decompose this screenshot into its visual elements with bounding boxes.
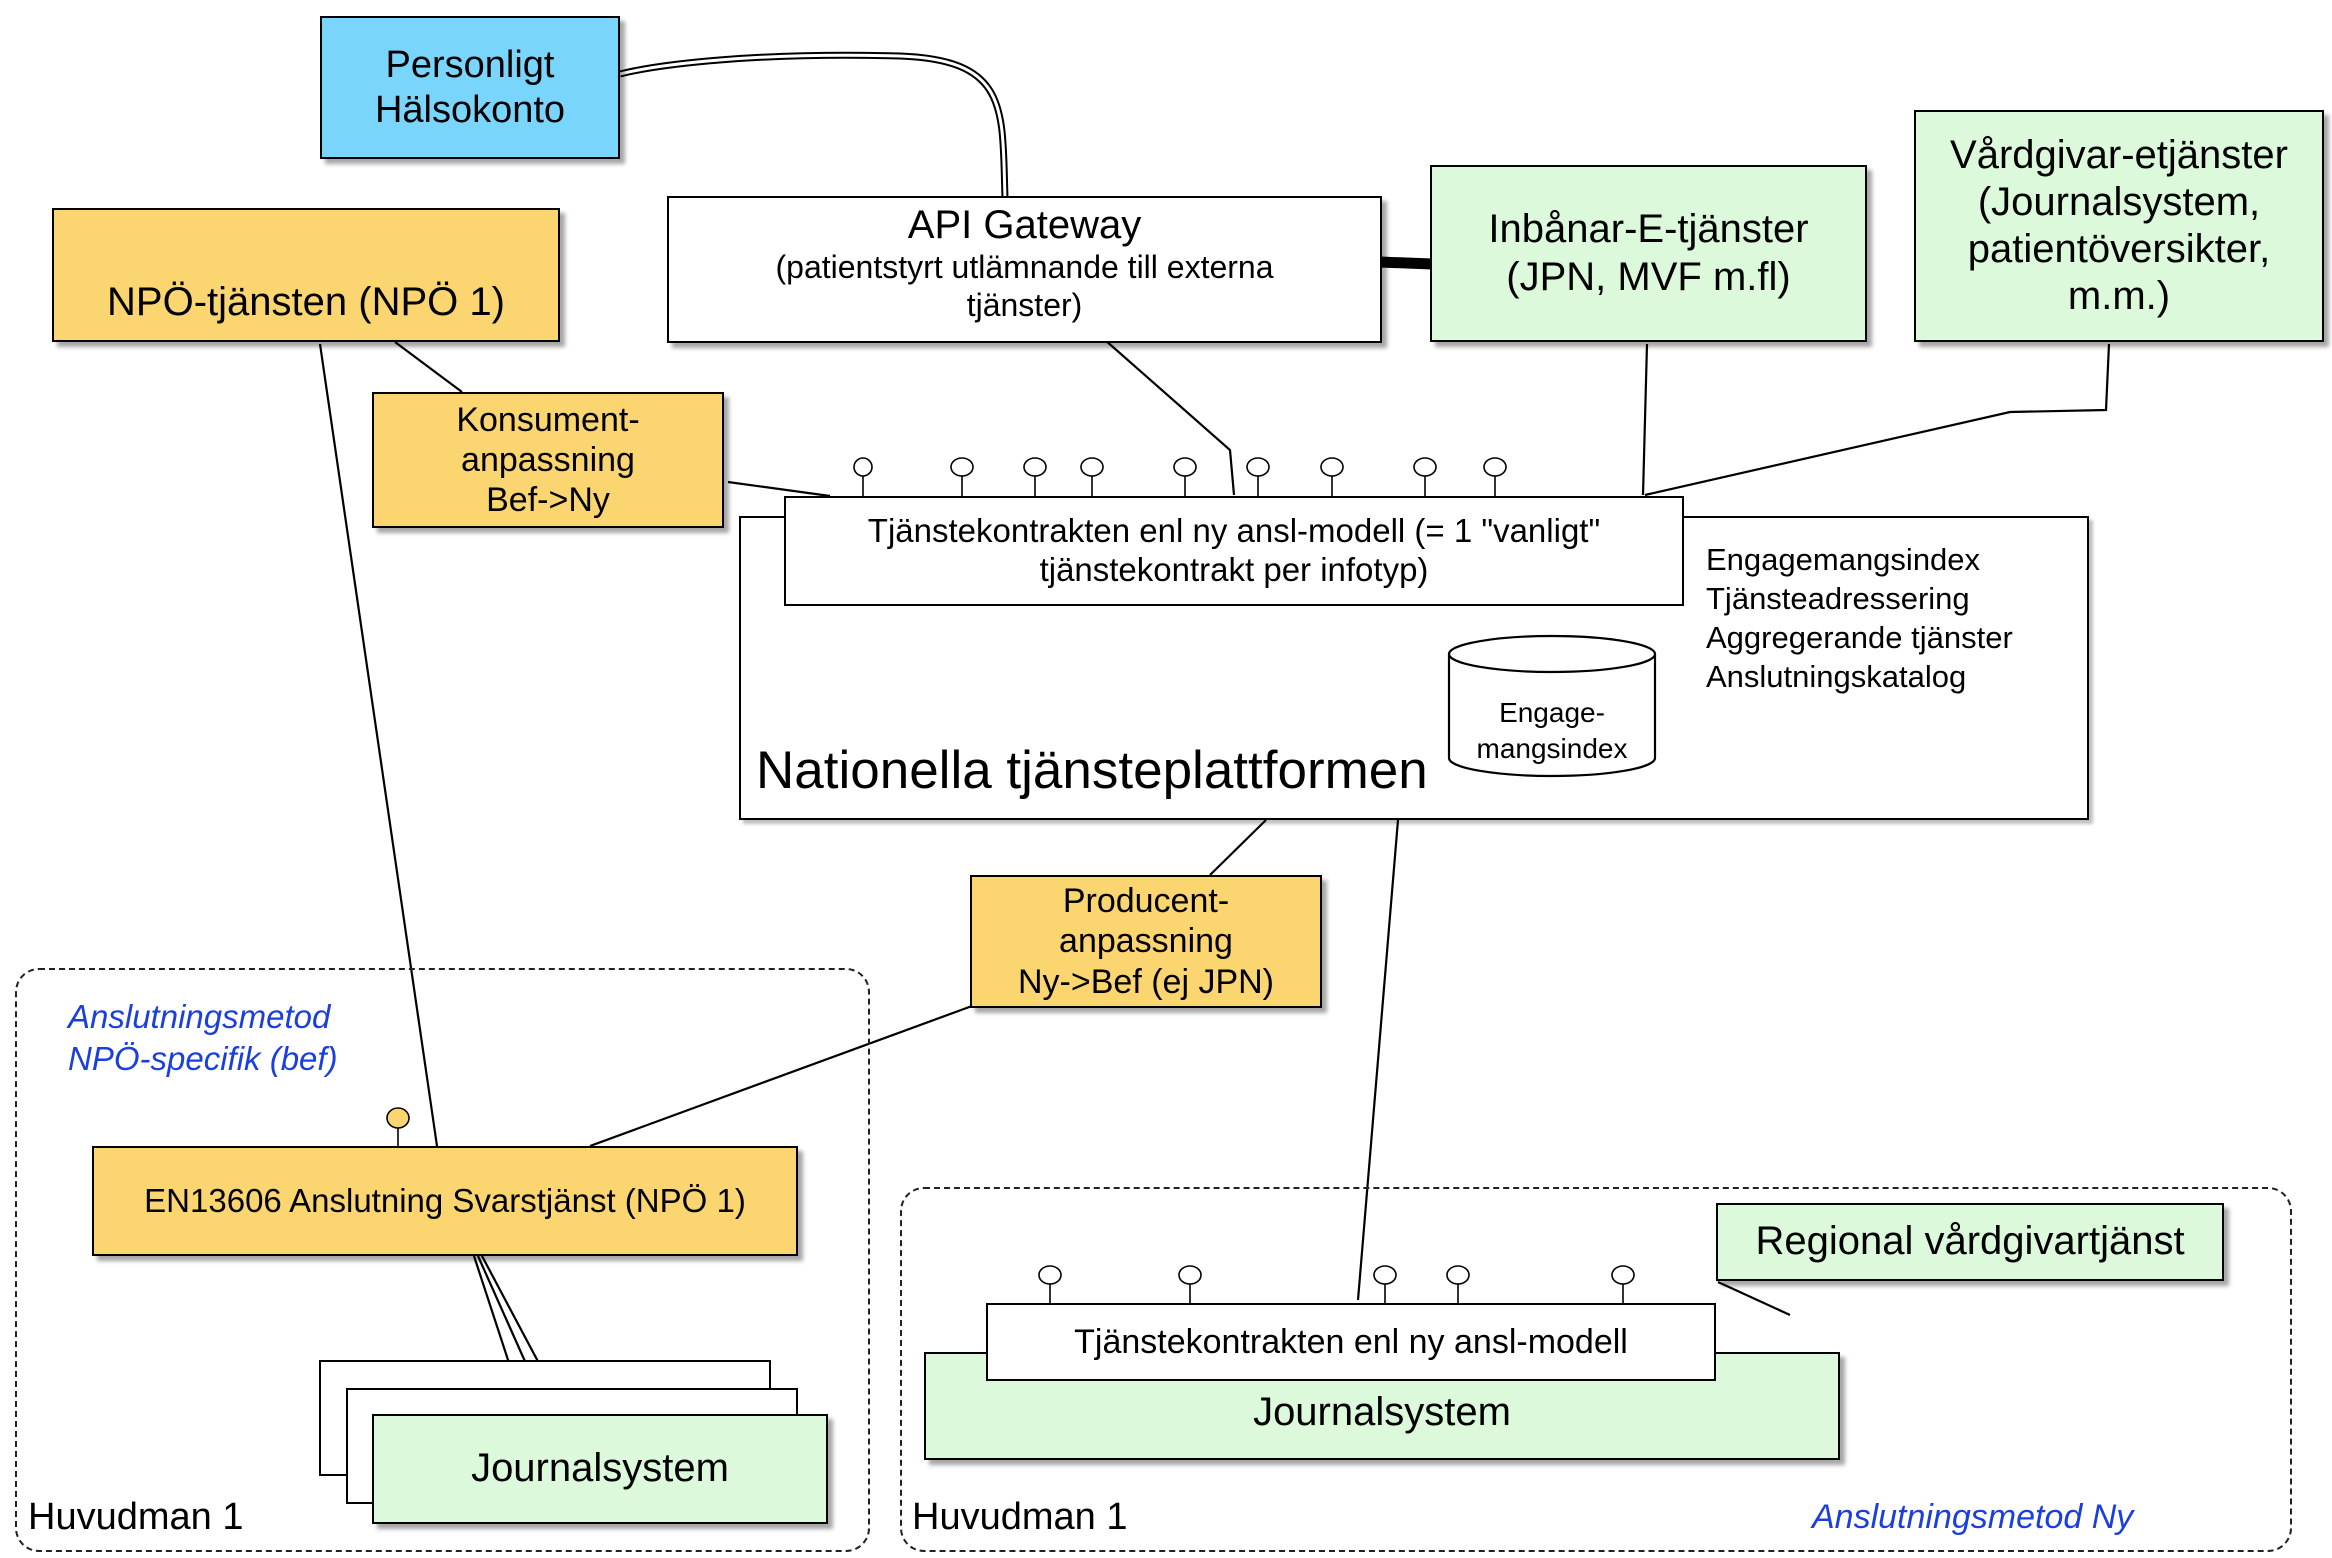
producer-to-en13606-connector [589, 1004, 973, 1148]
gateway-to-platform-connector [1104, 339, 1236, 496]
producer-adapter-line3: Ny->Bef (ej JPN) [1018, 962, 1274, 1001]
feature-service-addressing: Tjänsteadressering [1706, 581, 1970, 616]
provider-services-line4: m.m.) [2067, 274, 2171, 319]
gateway-citizen-link [1374, 256, 1438, 270]
personal-account-line2: Hälsokonto [374, 88, 566, 131]
api-gateway-box: API Gateway (patientstyrt utlämnande til… [667, 196, 1382, 343]
feature-engagement-index: Engagemangsindex [1706, 542, 1981, 577]
regional-service-label: Regional vårdgivartjänst [1755, 1219, 2185, 1264]
consumer-adapter-line3: Bef->Ny [486, 481, 610, 520]
personal-account-line1: Personligt [385, 43, 555, 86]
regional-to-contracts-connector [1717, 1281, 1791, 1316]
consumer-to-platform-connector [727, 480, 831, 498]
producer-adapter-line1: Producent- [1062, 882, 1230, 921]
npo-service-box: NPÖ-tjänsten (NPÖ 1) [52, 208, 560, 342]
platform-to-right-contracts-connector [1356, 819, 1400, 1301]
provider-services-line2: (Journalsystem, [1977, 179, 2261, 224]
feature-connection-catalog: Anslutningskatalog [1706, 659, 1967, 694]
platform-title: Nationella tjänsteplattformen [756, 741, 1428, 800]
api-gateway-line3: tjänster) [966, 286, 1083, 323]
right-connection-method-label: Anslutningsmetod Ny [1812, 1498, 2134, 1536]
consumer-adapter-box: Konsument- anpassning Bef->Ny [372, 392, 724, 528]
right-principal-label: Huvudman 1 [912, 1496, 1128, 1538]
left-principal-region [15, 968, 870, 1552]
api-gateway-line2: (patientstyrt utlämnande till externa [775, 249, 1274, 286]
npo-to-en13606-connector [318, 343, 439, 1147]
right-service-contracts-box: Tjänstekontrakten enl ny ansl-modell [986, 1303, 1716, 1381]
left-journal-label: Journalsystem [471, 1446, 729, 1491]
platform-to-producer-connector [1209, 819, 1267, 876]
citizen-eservices-box: Inbånar-E-tjänster (JPN, MVF m.fl) [1430, 165, 1867, 342]
npo-service-label: NPÖ-tjänsten (NPÖ 1) [107, 279, 505, 324]
platform-features: Engagemangsindex Tjänsteadressering Aggr… [1706, 540, 2013, 696]
database-label: Engage- mangsindex [1476, 697, 1628, 764]
engagement-index-database-icon [1447, 634, 1657, 778]
npo-to-consumer-connector [394, 341, 463, 393]
consumer-adapter-line2: anpassning [461, 440, 635, 479]
right-port-icons [1038, 1265, 1635, 1304]
personal-health-account-box: Personligt Hälsokonto [320, 16, 620, 159]
platform-contracts-line1: Tjänstekontrakten enl ny ansl-modell (= … [867, 512, 1601, 550]
en13606-connection-box: EN13606 Anslutning Svarstjänst (NPÖ 1) [92, 1146, 798, 1256]
right-contracts-label: Tjänstekontrakten enl ny ansl-modell [1074, 1322, 1628, 1361]
citizen-services-line1: Inbånar-E-tjänster [1488, 207, 1809, 252]
health-account-to-gateway-connector [619, 51, 1009, 199]
citizen-services-line2: (JPN, MVF m.fl) [1506, 254, 1791, 299]
provider-eservices-box: Vårdgivar-etjänster (Journalsystem, pati… [1914, 110, 2324, 342]
provider-to-platform-connector [1644, 343, 2111, 497]
left-journal-system-box: Journalsystem [372, 1414, 828, 1524]
provider-services-line1: Vårdgivar-etjänster [1950, 132, 2288, 177]
feature-aggregating-services: Aggregerande tjänster [1706, 620, 2013, 655]
regional-provider-service-box: Regional vårdgivartjänst [1716, 1203, 2224, 1281]
right-journal-label: Journalsystem [1253, 1389, 1511, 1434]
api-gateway-title: API Gateway [907, 203, 1142, 247]
en13606-connection-label: EN13606 Anslutning Svarstjänst (NPÖ 1) [144, 1181, 746, 1219]
citizen-to-platform-connector [1641, 343, 1649, 496]
provider-services-line3: patientöversikter, [1967, 227, 2271, 271]
right-principal-region [900, 1187, 2292, 1552]
platform-contracts-line2: tjänstekontrakt per infotyp) [1039, 551, 1429, 588]
producer-adapter-box: Producent- anpassning Ny->Bef (ej JPN) [970, 875, 1322, 1008]
en13606-port-icon [386, 1107, 410, 1146]
left-principal-label: Huvudman 1 [28, 1496, 244, 1538]
platform-service-contracts-box: Tjänstekontrakten enl ny ansl-modell (= … [784, 496, 1684, 606]
platform-port-icons [853, 457, 1507, 496]
consumer-adapter-line1: Konsument- [456, 400, 640, 439]
left-connection-method-label: Anslutningsmetod NPÖ-specifik (bef) [68, 998, 338, 1077]
producer-adapter-line2: anpassning [1059, 922, 1233, 961]
